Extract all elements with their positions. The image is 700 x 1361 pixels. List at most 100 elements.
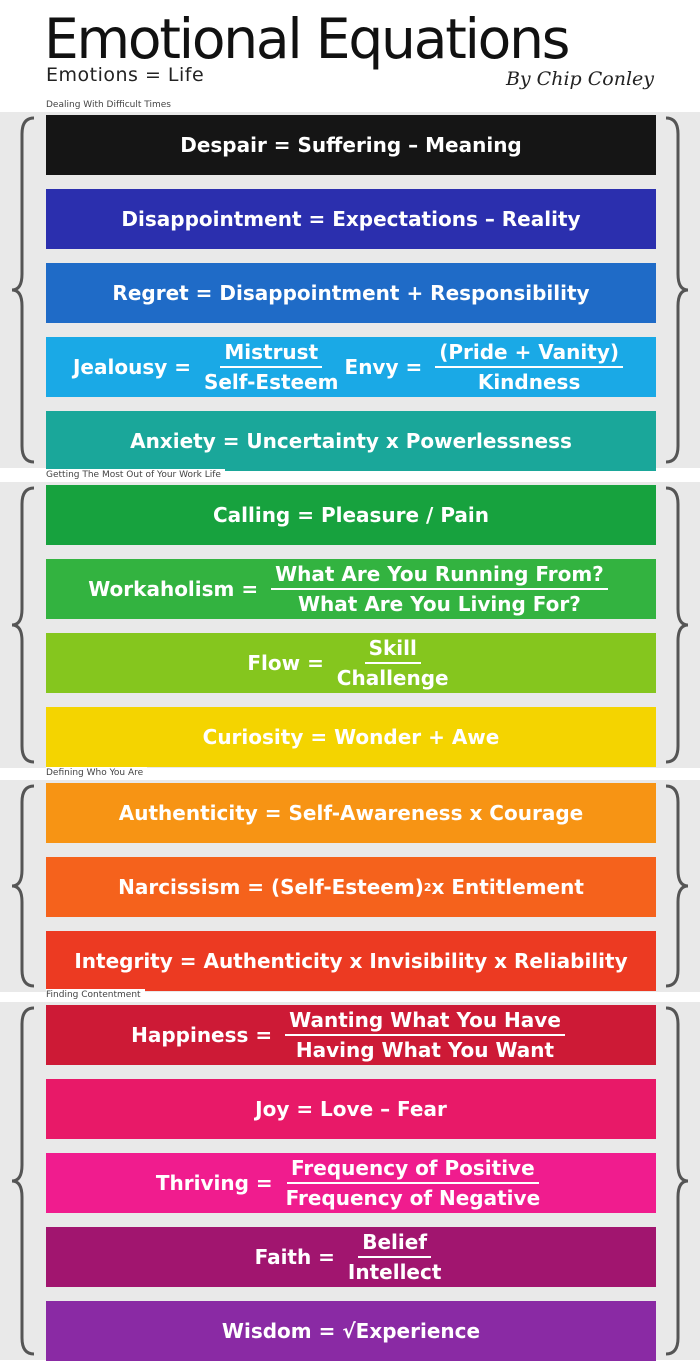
equation-term: Regret (112, 281, 189, 305)
fraction-denominator: Challenge (336, 666, 449, 690)
equation-row: Despair = Suffering – Meaning (46, 115, 656, 175)
fraction-numerator: Frequency of Positive (287, 1155, 539, 1184)
fraction: What Are You Running From?What Are You L… (271, 561, 608, 617)
equation-row: Curiosity = Wonder + Awe (46, 707, 656, 767)
fraction-numerator: (Pride + Vanity) (435, 339, 623, 368)
equation-term: Calling (212, 503, 291, 527)
equation-expression: Suffering – Meaning (297, 133, 522, 157)
equation-term: Envy (344, 355, 399, 379)
equation: Curiosity = Wonder + Awe (202, 725, 500, 749)
equation-term: Faith (254, 1245, 312, 1269)
equation-row: Authenticity = Self-Awareness x Courage (46, 783, 656, 843)
equation: Wisdom = √Experience (221, 1319, 481, 1343)
equation-term: Integrity (74, 949, 173, 973)
equation: Disappointment = Expectations – Reality (121, 207, 581, 231)
equation-expression: x Entitlement (431, 875, 584, 899)
equation-row: Anxiety = Uncertainty x Powerlessness (46, 411, 656, 471)
equation: Calling = Pleasure / Pain (212, 503, 490, 527)
equation-row: Regret = Disappointment + Responsibility (46, 263, 656, 323)
equation-expression: (Self-Esteem) (271, 875, 424, 899)
page-title: Emotional Equations (44, 7, 570, 71)
section-label: Finding Contentment (46, 989, 145, 1001)
left-brace-icon (11, 116, 35, 464)
equation: Regret = Disappointment + Responsibility (112, 281, 590, 305)
left-brace-icon (11, 1006, 35, 1356)
equation-expression: Authenticity x Invisibility x Reliabilit… (203, 949, 628, 973)
fraction-numerator: Belief (358, 1229, 432, 1258)
right-brace-icon (665, 784, 689, 988)
fraction-denominator: Self-Esteem (203, 370, 339, 394)
equation-term: Narcissism (118, 875, 241, 899)
equation-row: Workaholism = What Are You Running From?… (46, 559, 656, 619)
equation-expression: Pleasure / Pain (320, 503, 490, 527)
left-brace-icon (11, 486, 35, 764)
equation-row: Calling = Pleasure / Pain (46, 485, 656, 545)
page-subtitle: Emotions = Life (46, 64, 205, 86)
equation-row: Integrity = Authenticity x Invisibility … (46, 931, 656, 991)
fraction-denominator: Intellect (347, 1260, 442, 1284)
equation-term: Workaholism (88, 577, 235, 601)
header: Emotional Equations Emotions = Life By C… (0, 0, 700, 112)
fraction-denominator: Having What You Want (295, 1038, 555, 1062)
equation-term: Despair (180, 133, 267, 157)
fraction-denominator: Kindness (477, 370, 581, 394)
exponent: 2 (423, 880, 432, 894)
equation-term: Joy (255, 1097, 290, 1121)
fraction-denominator: What Are You Living For? (298, 592, 581, 616)
equation-term: Thriving (155, 1171, 249, 1195)
fraction-numerator: Skill (364, 635, 421, 664)
equation-term: Anxiety (130, 429, 216, 453)
equation-expression: Expectations – Reality (332, 207, 581, 231)
equation-term: Wisdom (221, 1319, 312, 1343)
equation-expression: Self-Awareness x Courage (288, 801, 584, 825)
equation: Joy = Love – Fear (255, 1097, 447, 1121)
equation-term: Authenticity (118, 801, 258, 825)
fraction: (Pride + Vanity)Kindness (435, 339, 623, 395)
equation-term: Disappointment (121, 207, 302, 231)
fraction-numerator: Wanting What You Have (285, 1007, 565, 1036)
equation: Authenticity = Self-Awareness x Courage (118, 801, 584, 825)
fraction-denominator: Frequency of Negative (285, 1186, 541, 1210)
section-label: Getting The Most Out of Your Work Life (46, 469, 225, 481)
equation-expression: Disappointment + Responsibility (219, 281, 590, 305)
equation-row: Joy = Love – Fear (46, 1079, 656, 1139)
right-brace-icon (665, 116, 689, 464)
equation-expression: Uncertainty x Powerlessness (246, 429, 572, 453)
equation-expression: Love – Fear (320, 1097, 447, 1121)
equation-expression: √Experience (342, 1319, 481, 1343)
section-label: Defining Who You Are (46, 767, 148, 779)
equation-term: Flow (247, 651, 301, 675)
equation: Integrity = Authenticity x Invisibility … (74, 949, 628, 973)
fraction-numerator: Mistrust (220, 339, 323, 368)
equation: Despair = Suffering – Meaning (180, 133, 522, 157)
equation-row: Disappointment = Expectations – Reality (46, 189, 656, 249)
equation-term: Jealousy (72, 355, 168, 379)
equation-row: Wisdom = √Experience (46, 1301, 656, 1361)
left-brace-icon (11, 784, 35, 988)
author-credit: By Chip Conley (505, 68, 654, 90)
equation: Workaholism = What Are You Running From?… (88, 561, 614, 617)
equation-term: Curiosity (202, 725, 304, 749)
equation: Anxiety = Uncertainty x Powerlessness (130, 429, 572, 453)
equation-expression: Wonder + Awe (334, 725, 500, 749)
fraction-numerator: What Are You Running From? (271, 561, 608, 590)
right-brace-icon (665, 1006, 689, 1356)
right-brace-icon (665, 486, 689, 764)
equation-term: Happiness (131, 1023, 249, 1047)
